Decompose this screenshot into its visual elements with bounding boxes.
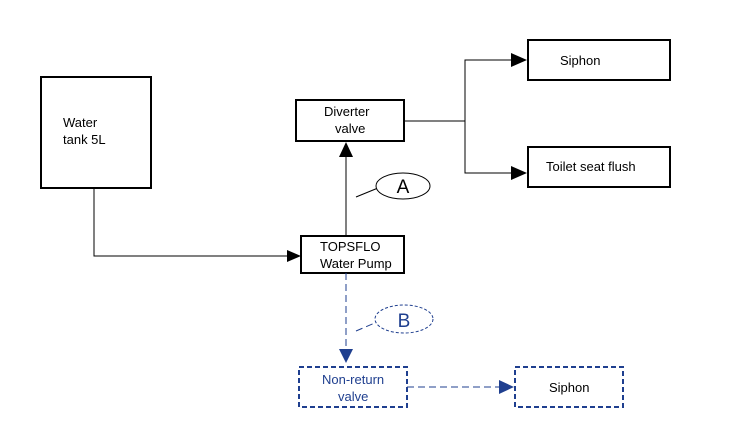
water-tank-label-line1: Water [63, 115, 98, 130]
split-to-siphon-arrowhead [511, 53, 527, 67]
pump-to-diverter-arrowhead [339, 142, 353, 157]
siphon-top-box [527, 39, 671, 81]
nonreturn-to-siphon-arrowhead [499, 380, 514, 394]
water-pump-box [300, 235, 405, 274]
toilet-flush-node: Toilet seat flush [527, 146, 671, 188]
water-pump-label-line1: TOPSFLO [320, 239, 380, 254]
diverter-valve-node: Diverter valve [295, 99, 405, 142]
tank-to-pump-line [93, 188, 288, 257]
callout-a-leader [355, 187, 379, 198]
non-return-valve-node: Non-return valve [298, 366, 408, 408]
callout-a-label: A [397, 177, 410, 198]
non-return-valve-label-line2: valve [338, 389, 368, 404]
diverter-valve-label-line2: valve [335, 121, 365, 136]
siphon-top-node: Siphon [527, 39, 671, 81]
pump-to-nonreturn-arrowhead [339, 349, 353, 363]
toilet-flush-label: Toilet seat flush [546, 159, 636, 174]
siphon-bottom-box [514, 366, 624, 408]
water-tank-label-line2: tank 5L [63, 132, 106, 147]
split-to-flush-line [464, 121, 512, 174]
diverter-valve-box [295, 99, 405, 142]
diverter-valve-label-line1: Diverter [324, 104, 370, 119]
water-tank-box [40, 76, 152, 189]
water-tank-node: Water tank 5L [40, 76, 152, 189]
callout-a: A [355, 172, 431, 200]
siphon-top-label: Siphon [560, 53, 600, 68]
non-return-valve-label-line1: Non-return [322, 372, 384, 387]
water-pump-node: TOPSFLO Water Pump [300, 235, 405, 274]
callout-b-leader [355, 321, 378, 332]
siphon-bottom-node: Siphon [514, 366, 624, 408]
non-return-valve-box [298, 366, 408, 408]
callout-a-ellipse [375, 172, 431, 200]
callout-b-ellipse [374, 304, 434, 334]
split-to-flush-arrowhead [511, 166, 527, 180]
callout-b-label: B [398, 311, 411, 332]
toilet-flush-box [527, 146, 671, 188]
tank-to-pump-arrowhead [287, 250, 301, 262]
split-to-siphon-line [464, 59, 512, 121]
siphon-bottom-label: Siphon [549, 380, 589, 395]
callout-b: B [355, 304, 434, 334]
water-pump-label-line2: Water Pump [320, 256, 392, 271]
